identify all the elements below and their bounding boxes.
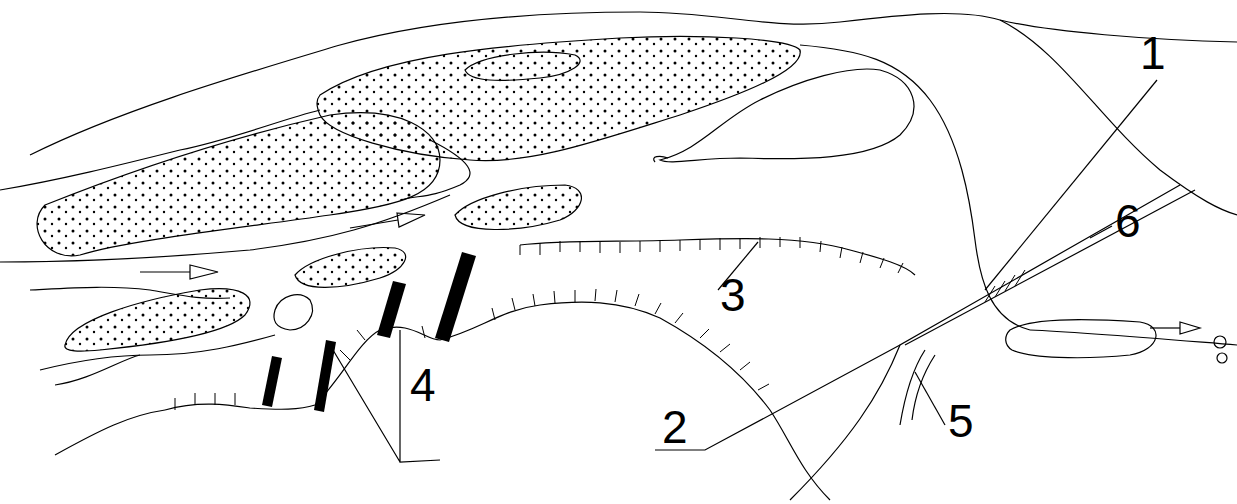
callout-number: 1 [1140, 30, 1166, 76]
callout-number: 6 [1115, 198, 1141, 244]
groin [262, 252, 476, 412]
callout-number: 5 [948, 398, 974, 444]
callout-number: 4 [410, 362, 436, 408]
callout-number: 3 [720, 272, 746, 318]
callout-number: 2 [662, 404, 688, 450]
